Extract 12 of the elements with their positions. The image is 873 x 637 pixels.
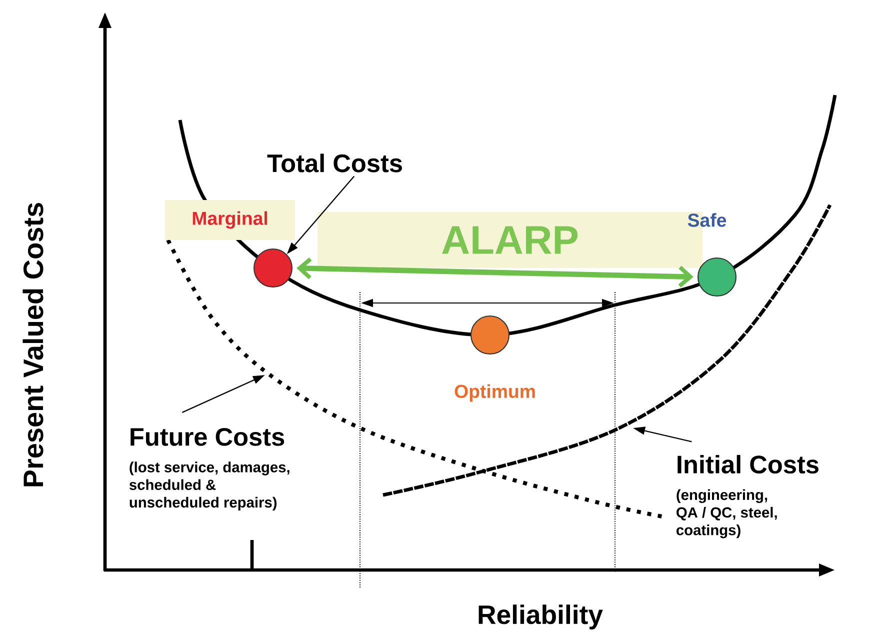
optimum-label: Optimum <box>454 384 535 402</box>
point-circle <box>470 315 510 355</box>
axis-title: Reliability <box>478 604 603 630</box>
axis-title: Present Valued Costs <box>22 203 44 486</box>
point-circle <box>253 248 293 288</box>
marginal-label: Marginal <box>165 200 295 240</box>
curve-label: Total Costs <box>267 154 402 172</box>
curve-label: Future Costs (lost service, damages, scheduled & unscheduled repairs) <box>129 428 290 510</box>
point-circle <box>697 257 737 297</box>
curve-label: Initial Costs (engineering, QA / QC, steel, coatings) <box>676 454 818 538</box>
arrow <box>296 258 694 288</box>
safe-label: Safe <box>688 213 726 227</box>
